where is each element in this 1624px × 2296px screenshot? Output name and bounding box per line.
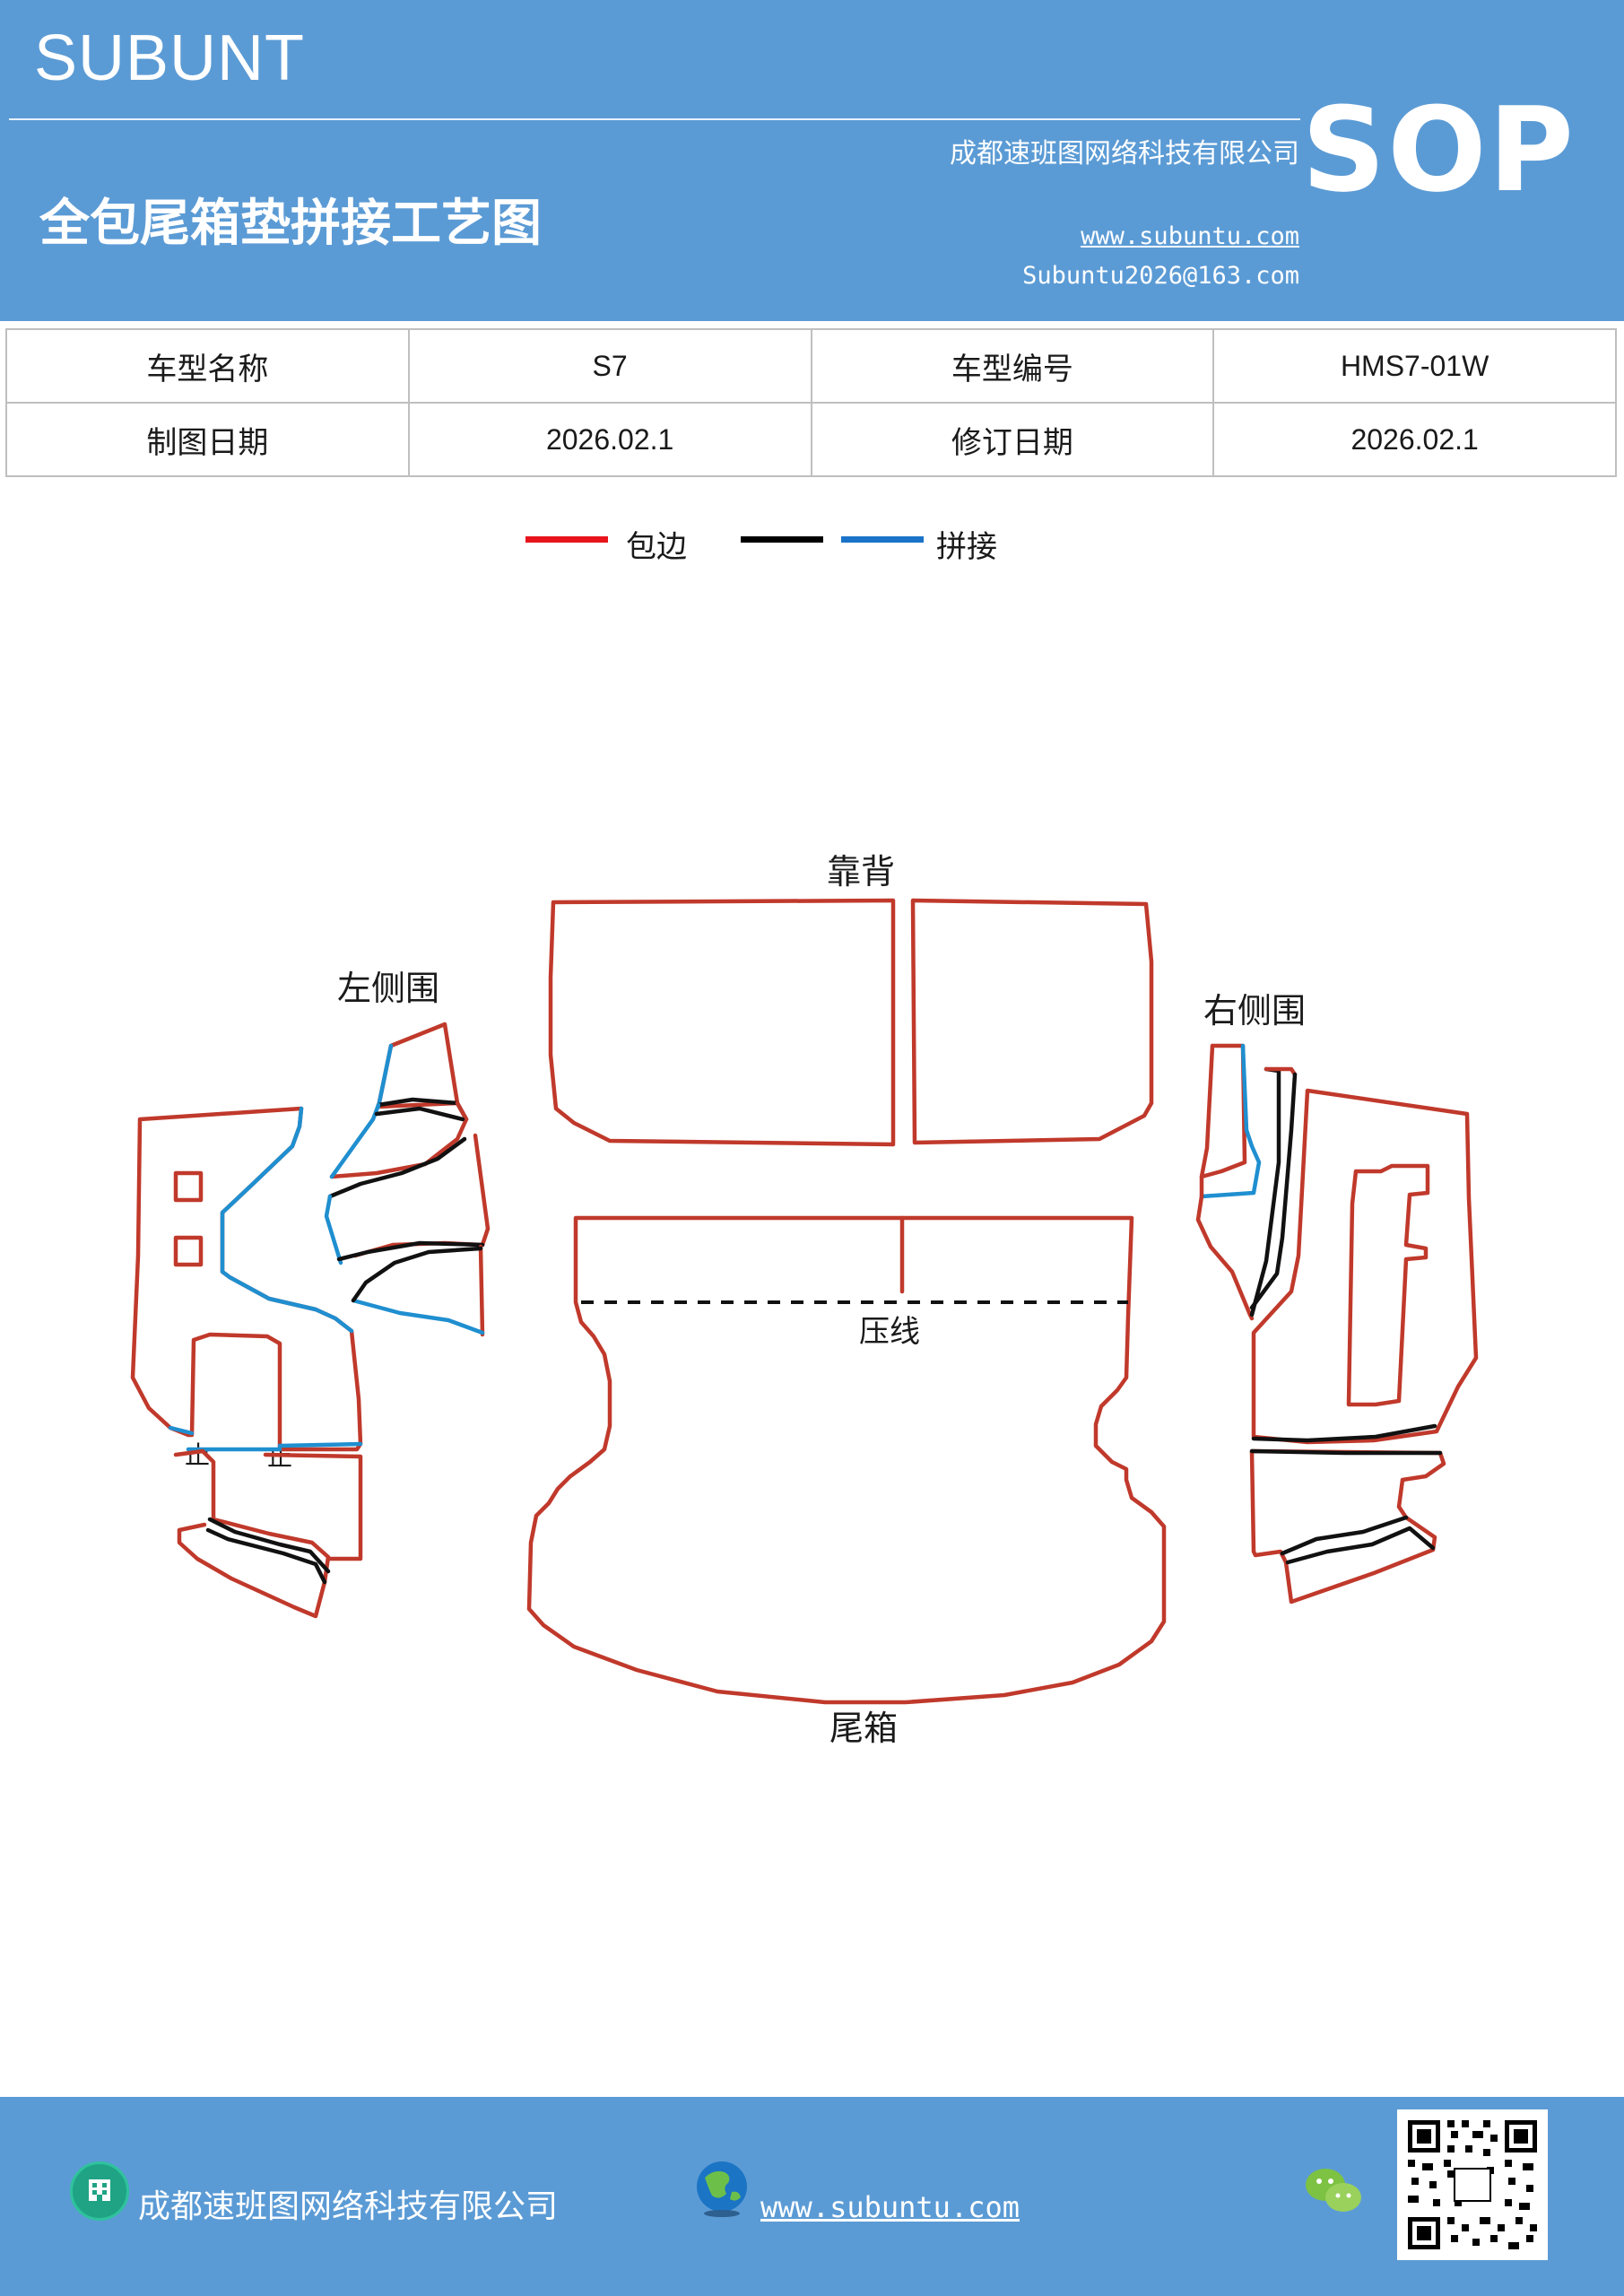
legend-blue-seam-swatch — [841, 536, 924, 543]
model-code-label: 车型编号 — [810, 328, 1215, 404]
right-side-label: 右侧围 — [1203, 991, 1306, 1031]
header-banner: SUBUNT 成都速班图网络科技有限公司 全包尾箱垫拼接工艺图 www.subu… — [0, 0, 1624, 321]
right-side-main-panel — [1251, 1088, 1479, 1445]
right-side-seam-black — [1280, 1515, 1409, 1556]
right-side-strip — [1199, 1043, 1247, 1179]
left-upper-strip — [329, 1100, 469, 1179]
right-side-strip — [1264, 1066, 1298, 1077]
model-code-value: HMS7-01W — [1212, 328, 1617, 404]
left-middle-strip-seam — [327, 1136, 467, 1199]
right-side-strip-seam — [1199, 1043, 1262, 1199]
header-divider — [9, 118, 1300, 120]
legend-edge-label: 包边 — [626, 529, 687, 565]
left-side-lower-panel — [263, 1452, 363, 1561]
backrest-left-panel — [548, 898, 896, 1147]
footer-company-name: 成都速班图网络科技有限公司 — [138, 2188, 559, 2225]
company-name: 成都速班图网络科技有限公司 — [950, 138, 1299, 170]
left-side-seam — [220, 1106, 354, 1334]
vehicle-info-table: 车型名称 S7 车型编号 HMS7-01W 制图日期 2026.02.1 修订日… — [5, 328, 1617, 477]
right-side-strip-seam — [1249, 1072, 1298, 1310]
right-side-lower-panel — [1249, 1448, 1446, 1605]
backrest-right-panel — [910, 898, 1154, 1145]
left-lower-strip-seam — [351, 1246, 483, 1303]
left-side-seam-black — [207, 1517, 331, 1574]
revision-date-value: 2026.02.1 — [1212, 402, 1617, 477]
footer-banner: 成都速班图网络科技有限公司 www.subuntu.com — [0, 2097, 1624, 2296]
right-side-inner-cutout — [1346, 1163, 1430, 1407]
footer-website-link[interactable]: www.subuntu.com — [760, 2190, 1020, 2224]
left-middle-strip-seam — [324, 1194, 343, 1265]
left-upper-strip-seam — [376, 1043, 394, 1109]
building-icon — [70, 2161, 129, 2221]
model-name-value: S7 — [407, 328, 812, 404]
left-upper-strip-seam — [329, 1102, 381, 1179]
crease-label: 压线 — [859, 1314, 920, 1350]
legend-black-seam-swatch — [741, 536, 823, 543]
email-address[interactable]: Subuntu2026@163.com — [1022, 262, 1299, 290]
left-side-main-panel — [130, 1106, 363, 1452]
right-side-seam-black — [1251, 1423, 1437, 1443]
draw-date-value: 2026.02.1 — [407, 402, 812, 477]
left-side-hole — [173, 1235, 204, 1267]
trunk-label: 尾箱 — [829, 1709, 898, 1748]
qr-code[interactable] — [1397, 2109, 1548, 2260]
left-lower-strip — [478, 1244, 485, 1337]
brand-name: SUBUNT — [34, 22, 306, 94]
left-side-label: 左侧围 — [337, 969, 439, 1008]
model-name-label: 车型名称 — [5, 328, 410, 404]
right-side-strip — [1195, 1043, 1255, 1321]
document-title: 全包尾箱垫拼接工艺图 — [39, 195, 542, 253]
left-side-seam-black — [205, 1527, 327, 1585]
left-side-seam — [168, 1425, 195, 1436]
right-side-seam-black — [1249, 1448, 1443, 1456]
left-middle-strip — [352, 1133, 491, 1258]
table-row: 制图日期 2026.02.1 修订日期 2026.02.1 — [5, 402, 1617, 477]
draw-date-label: 制图日期 — [5, 402, 410, 477]
left-upper-strip — [376, 1022, 460, 1109]
revision-date-label: 修订日期 — [810, 402, 1215, 477]
legend-edge-swatch — [525, 536, 608, 543]
sop-badge: SOP — [1301, 82, 1576, 218]
legend-seam-label: 拼接 — [936, 529, 997, 565]
left-side-hole — [173, 1170, 204, 1203]
legend: 包边 拼接 — [0, 520, 1624, 574]
globe-icon — [692, 2160, 751, 2219]
wechat-icon[interactable] — [1302, 2165, 1365, 2219]
left-middle-strip-seam — [336, 1240, 485, 1262]
left-lower-strip-seam — [351, 1298, 485, 1335]
website-link[interactable]: www.subuntu.com — [1081, 222, 1299, 250]
backrest-label: 靠背 — [827, 852, 895, 891]
right-side-seam-black — [1285, 1526, 1436, 1565]
left-upper-strip-seam — [374, 1106, 465, 1122]
table-row: 车型名称 S7 车型编号 HMS7-01W — [5, 328, 1617, 404]
left-side-lower-panel — [173, 1448, 331, 1619]
trunk-floor-panel — [526, 1215, 1167, 1705]
